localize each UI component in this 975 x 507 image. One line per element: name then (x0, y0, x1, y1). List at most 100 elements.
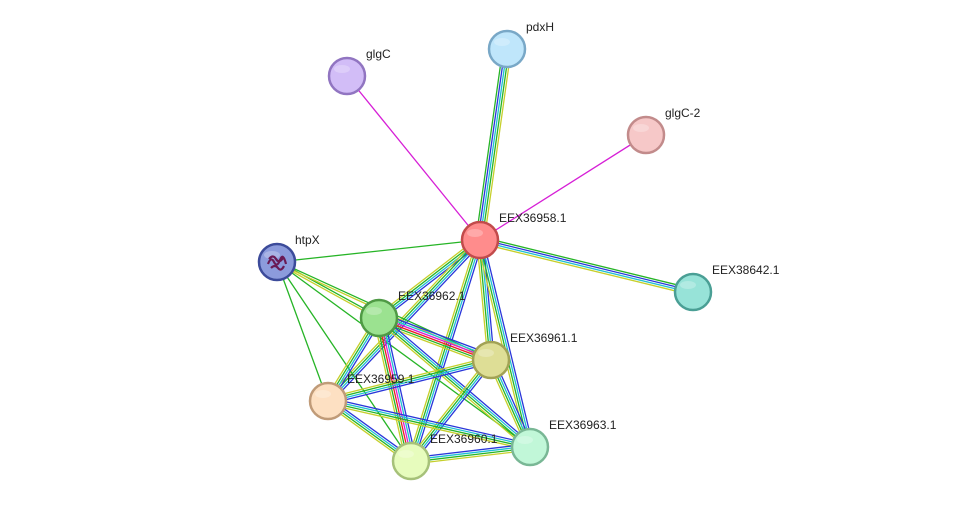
edge-evidence-cooccurrence (482, 239, 534, 447)
node-layer (257, 29, 713, 481)
edge-evidence-neighborhood (327, 401, 530, 449)
node-EEX36961.1[interactable] (471, 340, 511, 380)
edge-EEX36958.1-EEX36962.1[interactable] (376, 236, 483, 322)
node-glgC[interactable] (327, 56, 367, 96)
node-highlight (680, 281, 696, 289)
node-circle[interactable] (471, 340, 511, 380)
edge-evidence-database (379, 316, 532, 447)
node-EEX36963.1[interactable] (510, 427, 550, 467)
node-label-glgC: glgC (366, 47, 391, 61)
node-label-EEX36961.1: EEX36961.1 (510, 331, 578, 345)
edge-evidence-database (328, 399, 531, 447)
node-label-EEX36959.1: EEX36959.1 (347, 372, 415, 386)
edge-EEX36958.1-htpX[interactable] (276, 239, 481, 263)
node-circle[interactable] (673, 272, 713, 312)
node-glgC-2[interactable] (626, 115, 666, 155)
node-highlight (366, 307, 382, 315)
edge-EEX36958.1-pdxH[interactable] (475, 48, 512, 241)
node-circle[interactable] (308, 381, 348, 421)
node-circle[interactable] (391, 441, 431, 481)
protein-structure-icon (266, 255, 288, 271)
edge-EEX36958.1-EEX36961.1[interactable] (476, 239, 495, 361)
node-label-EEX36963.1: EEX36963.1 (549, 418, 617, 432)
edge-evidence-textmining (373, 319, 407, 463)
node-highlight (633, 124, 649, 132)
node-circle[interactable] (327, 56, 367, 96)
edge-layer (276, 48, 694, 465)
edge-EEX36959.1-EEX36963.1[interactable] (327, 397, 531, 451)
edge-evidence-neighborhood (478, 240, 491, 361)
edge-evidence-database (479, 240, 693, 294)
edge-evidence-neighborhood (481, 49, 510, 241)
edge-EEX36961.1-EEX36959.1[interactable] (327, 356, 492, 405)
edge-evidence-neighborhood (411, 447, 531, 463)
node-highlight (264, 251, 280, 259)
node-circle[interactable] (510, 427, 550, 467)
edge-evidence-textmining (327, 356, 491, 399)
edge-evidence-neighborhood (377, 318, 530, 449)
edge-evidence-cooccurrence (380, 315, 533, 446)
node-highlight (315, 390, 331, 398)
edge-evidence-cooccurrence (413, 240, 484, 463)
edge-evidence-experiments (346, 75, 481, 241)
node-label-glgC-2: glgC-2 (665, 106, 701, 120)
edge-evidence-database (328, 360, 492, 403)
edge-evidence-database (381, 317, 415, 461)
edge-evidence-textmining (327, 403, 530, 451)
node-label-htpX: htpX (295, 233, 320, 247)
node-highlight (478, 349, 494, 357)
node-label-pdxH: pdxH (526, 20, 554, 34)
edge-EEX36961.1-EEX36960.1[interactable] (408, 357, 494, 464)
edge-evidence-cooccurrence (380, 312, 494, 356)
edge-evidence-fusion (377, 318, 411, 462)
edge-evidence-neighborhood (480, 236, 694, 290)
node-circle[interactable] (626, 115, 666, 155)
node-EEX36958.1[interactable] (460, 220, 500, 260)
edge-evidence-experiments (479, 134, 647, 241)
node-EEX36960.1[interactable] (391, 441, 431, 481)
node-circle[interactable] (257, 242, 297, 282)
node-htpX[interactable] (257, 242, 297, 282)
node-pdxH[interactable] (487, 29, 527, 69)
node-EEX38642.1[interactable] (673, 272, 713, 312)
edge-evidence-database (379, 314, 493, 358)
edge-evidence-textmining (483, 49, 512, 241)
node-highlight (334, 65, 350, 73)
edge-evidence-cooccurrence (383, 316, 417, 460)
edge-EEX36960.1-EEX36963.1[interactable] (410, 443, 531, 465)
edge-htpX-EEX36959.1[interactable] (276, 261, 329, 402)
edge-EEX36962.1-EEX36961.1[interactable] (376, 312, 494, 366)
node-EEX36962.1[interactable] (359, 298, 399, 338)
edge-evidence-cooccurrence (328, 362, 492, 405)
node-label-EEX38642.1: EEX38642.1 (712, 263, 780, 277)
node-highlight (467, 229, 483, 237)
edge-EEX36958.1-glgC-2[interactable] (479, 134, 647, 241)
edge-htpX-EEX36962.1[interactable] (276, 260, 380, 320)
node-circle[interactable] (359, 298, 399, 338)
edge-evidence-textmining (411, 449, 531, 465)
node-highlight (494, 38, 510, 46)
edge-EEX36958.1-glgC[interactable] (346, 75, 481, 241)
edge-evidence-cooccurrence (480, 238, 694, 292)
edge-htpX-EEX36960.1[interactable] (276, 261, 412, 462)
node-label-EEX36960.1: EEX36960.1 (430, 432, 498, 446)
node-circle[interactable] (460, 220, 500, 260)
edge-evidence-textmining (376, 322, 490, 366)
node-EEX36959.1[interactable] (308, 381, 348, 421)
edge-evidence-neighborhood (377, 320, 491, 364)
edge-evidence-neighborhood (475, 48, 504, 240)
edge-evidence-cooccurrence (410, 443, 530, 459)
edge-EEX36962.1-EEX36960.1[interactable] (373, 316, 417, 463)
edge-evidence-cooccurrence (482, 239, 495, 360)
node-label-EEX36958.1: EEX36958.1 (499, 211, 567, 225)
edge-htpX-EEX36963.1[interactable] (276, 261, 531, 448)
edge-evidence-neighborhood (375, 318, 409, 462)
edge-evidence-database (480, 239, 493, 360)
edge-evidence-textmining (376, 319, 529, 450)
edge-EEX36962.1-EEX36963.1[interactable] (376, 315, 533, 450)
edge-evidence-textmining (276, 262, 379, 320)
edge-EEX36958.1-EEX38642.1[interactable] (479, 236, 694, 296)
edge-evidence-neighborhood (276, 261, 329, 402)
node-circle[interactable] (487, 29, 527, 69)
